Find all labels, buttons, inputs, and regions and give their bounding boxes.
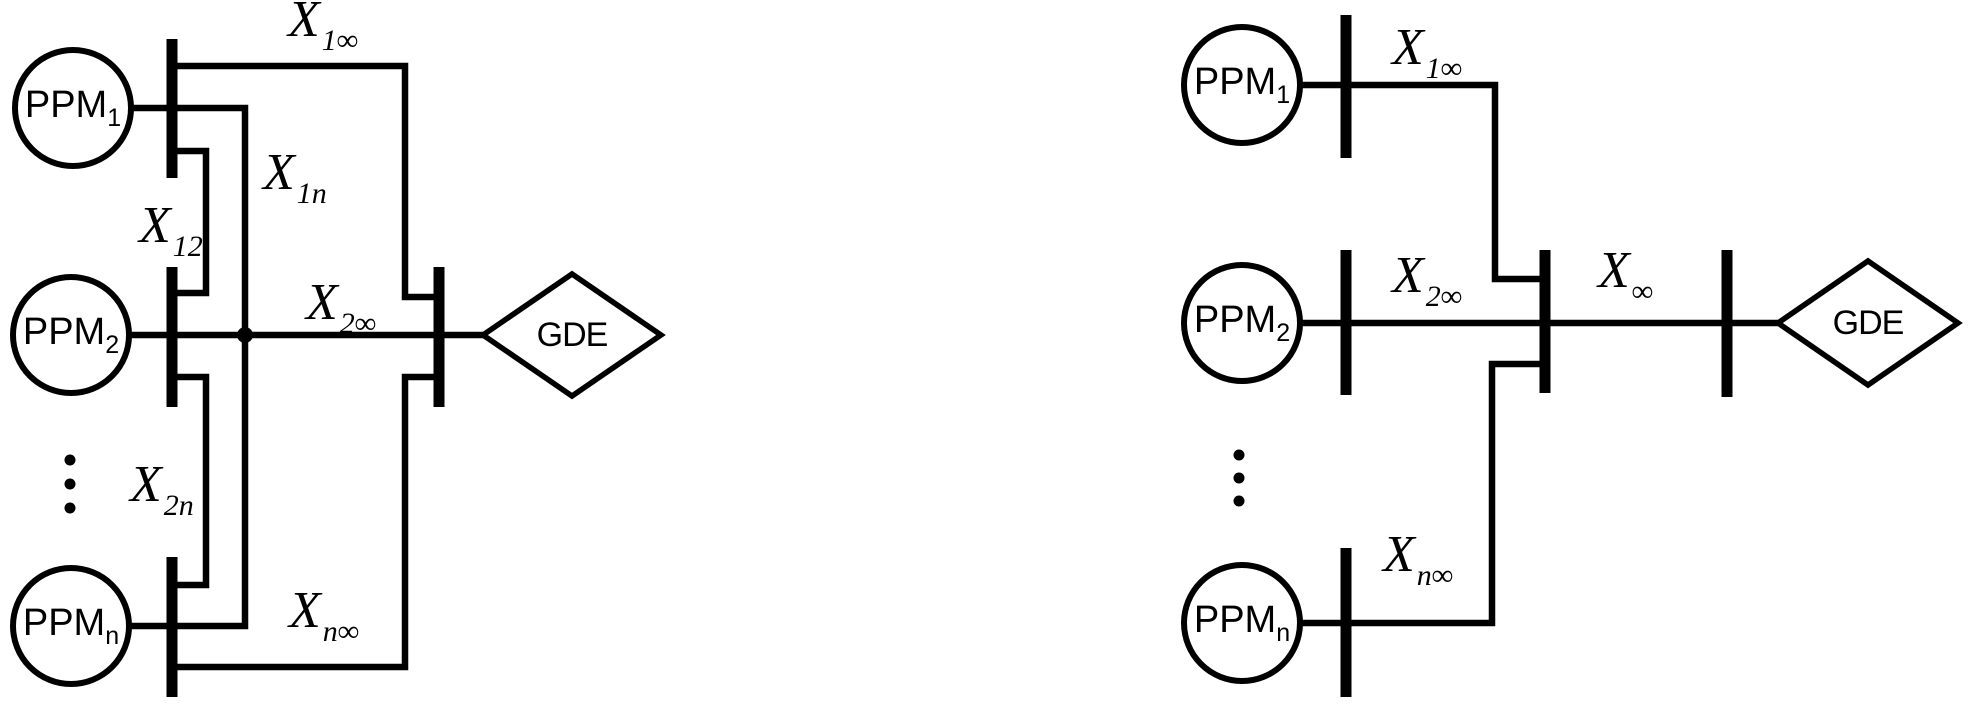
right-ppm1-label: PPM1	[1122, 25, 1362, 145]
left-reactance-label-x1n: X1n	[263, 147, 327, 209]
x-subscript: n∞	[322, 615, 360, 648]
right-ppmn-subscript: n	[1276, 618, 1291, 647]
x-subscript: 2∞	[1425, 280, 1463, 313]
right-vertical-ellipsis-icon	[1233, 449, 1245, 507]
x-subscript: ∞	[1631, 275, 1654, 308]
x-symbol: X	[1392, 19, 1424, 76]
right-ppm2-label: PPM2	[1122, 263, 1362, 383]
right-ppm2-subscript: 2	[1276, 318, 1291, 347]
right-gde-diamond	[1773, 257, 1963, 389]
right-reactance-line-x1inf	[1300, 81, 1545, 283]
right-ppmn-label: PPMn	[1122, 563, 1362, 683]
left-gde-diamond	[478, 270, 666, 400]
x-symbol: X	[1383, 526, 1415, 583]
x-subscript: 12	[172, 230, 203, 263]
left-ppm1-subscript: 1	[107, 103, 122, 132]
x-subscript: 2∞	[339, 307, 377, 340]
x-subscript: n∞	[1416, 559, 1454, 592]
left-reactance-label-x2inf: X2∞	[306, 277, 376, 339]
right-gde-label: GDE	[1788, 283, 1948, 363]
x-subscript: 1∞	[321, 24, 359, 57]
left-ppm2-text: PPM	[22, 310, 106, 353]
right-ppmn-text: PPM	[1193, 598, 1277, 641]
x-symbol: X	[139, 197, 171, 254]
x-symbol: X	[288, 0, 320, 48]
left-reactance-line-x1n	[129, 104, 249, 630]
left-ppmn-label: PPMn	[0, 566, 191, 686]
right-reactance-label-x2inf: X2∞	[1392, 250, 1462, 312]
left-gde-text: GDE	[536, 315, 609, 354]
left-ppm2-label: PPM2	[0, 275, 191, 395]
right-reactance-label-x1inf: X1∞	[1392, 22, 1462, 84]
x-symbol: X	[1598, 242, 1630, 299]
x-symbol: X	[289, 582, 321, 639]
left-junction-dot	[237, 327, 253, 343]
left-reactance-line-x1inf	[172, 62, 439, 301]
x-subscript: 2n	[163, 489, 194, 522]
right-reactance-line-xninf	[1300, 360, 1545, 627]
right-ppm2-text: PPM	[1193, 298, 1277, 341]
left-ppmn-text: PPM	[22, 601, 106, 644]
right-gde-text: GDE	[1832, 303, 1905, 342]
left-reactance-label-x12: X12	[139, 200, 203, 262]
left-reactance-label-x1inf: X1∞	[288, 0, 358, 56]
left-ppm1-text: PPM	[24, 83, 108, 126]
left-reactance-line-x12	[177, 147, 210, 297]
left-reactance-label-x2n: X2n	[130, 459, 194, 521]
right-ppm1-text: PPM	[1193, 60, 1277, 103]
left-diagram	[10, 39, 666, 697]
left-ppm1-label: PPM1	[0, 48, 193, 168]
right-ppm1-subscript: 1	[1276, 80, 1291, 109]
left-reactance-line-x2n	[177, 373, 210, 589]
left-reactance-label-xninf: Xn∞	[289, 585, 359, 647]
left-vertical-ellipsis-icon	[64, 454, 76, 514]
left-ppmn-subscript: n	[105, 621, 120, 650]
left-reactance-line-xninf	[172, 373, 439, 671]
x-subscript: 1n	[296, 177, 327, 210]
right-diagram	[1181, 15, 1963, 697]
left-gde-label: GDE	[492, 295, 652, 375]
left-ppm2-subscript: 2	[105, 330, 120, 359]
right-reactance-label-xinf: X∞	[1598, 245, 1653, 307]
right-reactance-label-xninf: Xn∞	[1383, 529, 1453, 591]
x-subscript: 1∞	[1425, 52, 1463, 85]
x-symbol: X	[130, 456, 162, 513]
x-symbol: X	[263, 144, 295, 201]
x-symbol: X	[1392, 247, 1424, 304]
x-symbol: X	[306, 274, 338, 331]
